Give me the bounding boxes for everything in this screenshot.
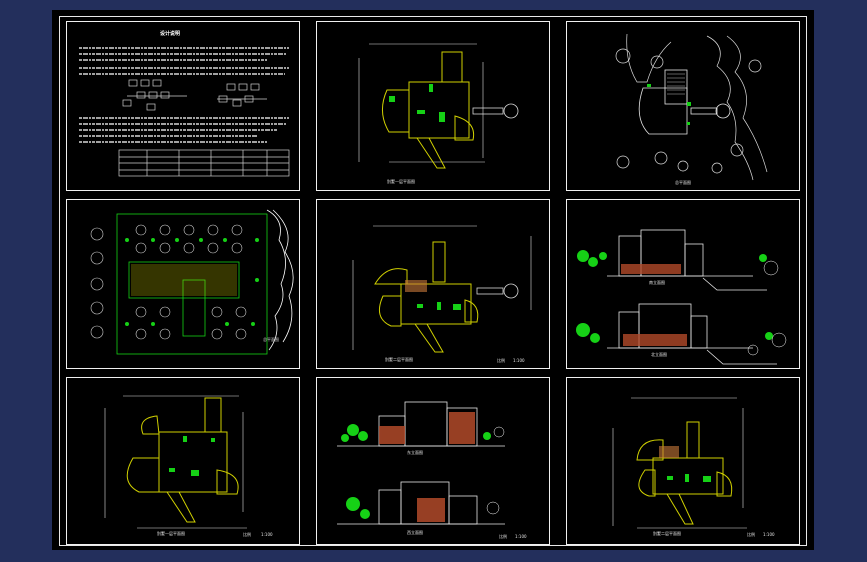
sheet-caption: 别墅一层平面图 [387, 179, 415, 184]
elevation-caption: 南立面图 [649, 280, 665, 285]
sheet-scale-label: 比例 [747, 532, 755, 537]
master-plan-drawing [90, 209, 294, 355]
drawing-frame: 设计说明 [59, 16, 807, 546]
notes-text-lines [79, 47, 290, 177]
sheet-scale-value: 1:100 [515, 534, 527, 539]
notes-title: 设计说明 [160, 31, 181, 37]
sheet-elevations-b[interactable]: 东立面图 西立面图 比例 1:100 [316, 377, 550, 545]
sheet-floor-plan-1[interactable]: 别墅一层平面图 [316, 21, 550, 191]
sheet-floor-plan-2[interactable]: 别墅二层平面图 比例 1:100 [316, 199, 550, 369]
sheet-scale-value: 1:100 [763, 532, 775, 537]
sheet-caption: 总平面图 [263, 337, 279, 342]
sheet-scale-label: 比例 [497, 358, 505, 363]
sheet-caption: 别墅一层平面图 [157, 531, 185, 536]
sheet-elevations-a[interactable]: 南立面图 北立面图 [566, 199, 800, 369]
sheet-scale-value: 1:100 [513, 358, 525, 363]
sheet-caption: 总平面图 [675, 180, 691, 185]
floor-plan-drawing [104, 395, 247, 529]
sheet-floor-plan-3[interactable]: 别墅一层平面图 比例 1:100 [66, 377, 300, 545]
sheet-floor-plan-4[interactable]: 别墅二层平面图 比例 1:100 [566, 377, 800, 545]
floor-plan-drawing [358, 43, 519, 169]
sheet-site-plan[interactable]: 总平面图 [566, 21, 800, 191]
sheet-master-plan[interactable]: 总平面图 [66, 199, 300, 369]
floor-plan-drawing [352, 225, 532, 353]
elevations-drawing [337, 401, 505, 525]
elevation-caption: 东立面图 [407, 450, 423, 455]
sheet-scale-label: 比例 [243, 532, 251, 537]
sheet-design-notes[interactable]: 设计说明 [66, 21, 300, 191]
elevation-caption: 北立面图 [651, 352, 667, 357]
sheet-scale-label: 比例 [499, 534, 507, 539]
sheet-caption: 别墅二层平面图 [385, 357, 413, 362]
site-plan-drawing [615, 33, 768, 181]
elevations-drawing [576, 229, 787, 365]
elevation-caption: 西立面图 [407, 530, 423, 535]
sheet-caption: 别墅二层平面图 [653, 531, 681, 536]
sheet-scale-value: 1:100 [261, 532, 273, 537]
floor-plan-drawing [612, 397, 747, 529]
cad-drawing-canvas[interactable]: 设计说明 [52, 10, 814, 550]
